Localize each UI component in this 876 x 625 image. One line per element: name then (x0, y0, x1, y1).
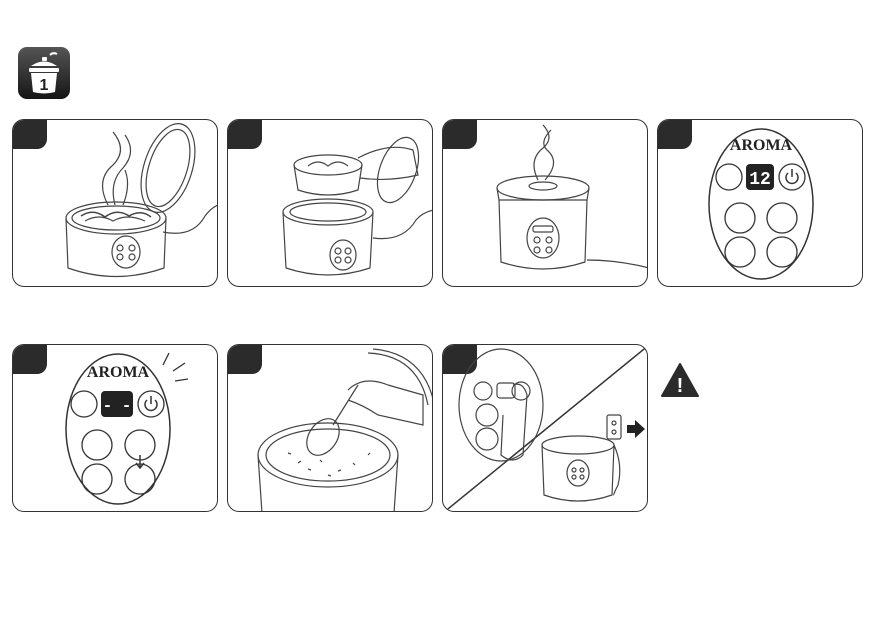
brand-logo: AROMA (87, 364, 150, 381)
warning-icon: ! (660, 362, 700, 398)
step-pot-icon: 1 (17, 46, 71, 100)
step-panel-4: AROMA 12 (657, 119, 863, 287)
step-panel-6 (227, 344, 433, 512)
step-panel-1 (12, 119, 218, 287)
step-panel-5: AROMA - - (12, 344, 218, 512)
closed-cooker-illustration (443, 120, 648, 287)
control-button (725, 237, 755, 267)
step-panel-7 (442, 344, 648, 512)
control-button (71, 391, 97, 417)
control-button (82, 430, 112, 460)
open-cooker-illustration (13, 120, 218, 287)
arrow-right-icon (627, 420, 645, 438)
control-button (725, 203, 755, 233)
warning-glyph: ! (677, 375, 684, 397)
step-panel-3 (442, 119, 648, 287)
display-readout: - - (103, 397, 132, 415)
control-button (716, 164, 742, 190)
control-button (767, 237, 797, 267)
steam-tray-illustration (228, 120, 433, 287)
control-button (767, 203, 797, 233)
stirring-rice-illustration (228, 345, 433, 512)
brand-logo: AROMA (730, 137, 793, 154)
step-panel-2 (227, 119, 433, 287)
display-readout: 12 (749, 170, 771, 190)
control-panel-illustration: AROMA - - (13, 345, 218, 512)
control-button (82, 464, 112, 494)
control-panel-illustration: AROMA 12 (658, 120, 863, 287)
unplug-illustration (443, 345, 648, 512)
step-number: 1 (40, 77, 49, 94)
